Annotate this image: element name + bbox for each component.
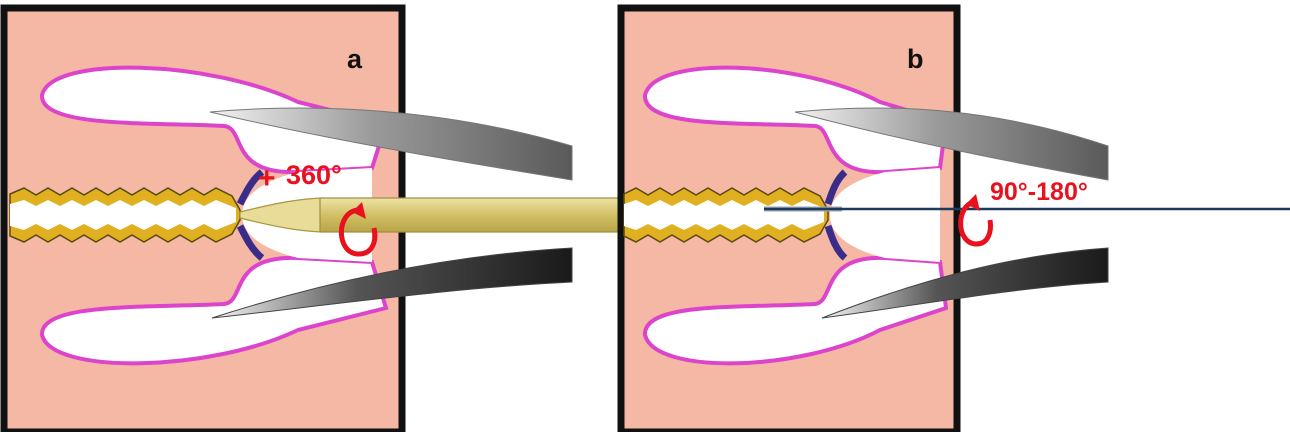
instrument-shaft — [320, 198, 625, 232]
rotation-label-a: 360° — [286, 160, 342, 190]
panel-label-a: a — [347, 44, 363, 74]
panel-b: 90°-180° b — [621, 8, 1290, 432]
panel-a: + 360° a — [4, 8, 625, 432]
plus-sign-a: + — [258, 162, 276, 195]
rotation-label-b: 90°-180° — [990, 178, 1088, 206]
panel-label-b: b — [907, 44, 924, 74]
